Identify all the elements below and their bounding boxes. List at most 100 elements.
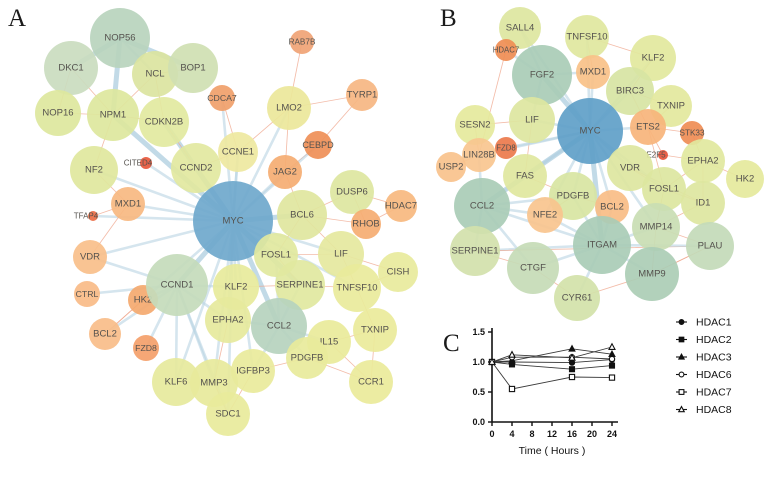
network-node[interactable]: SDC1 <box>206 392 250 436</box>
network-node[interactable]: CDCA7 <box>207 85 237 111</box>
network-node[interactable]: LIF <box>509 97 555 143</box>
node-circle[interactable] <box>140 157 152 169</box>
node-circle[interactable] <box>111 187 145 221</box>
node-circle[interactable] <box>576 55 610 89</box>
network-node[interactable]: MMP9 <box>625 247 679 301</box>
node-circle[interactable] <box>218 132 258 172</box>
network-node[interactable]: PDGFB <box>286 337 328 379</box>
network-node[interactable]: DKC1 <box>44 41 98 95</box>
network-node[interactable]: VDR <box>73 240 107 274</box>
node-circle[interactable] <box>275 260 325 310</box>
network-node[interactable]: LMO2 <box>267 86 311 130</box>
node-circle[interactable] <box>277 190 327 240</box>
node-circle[interactable] <box>507 242 559 294</box>
network-node[interactable]: HK2 <box>726 160 764 198</box>
network-node[interactable]: CITED4 <box>124 157 153 169</box>
node-circle[interactable] <box>512 45 572 105</box>
network-node[interactable]: EPHA2 <box>205 297 251 343</box>
network-node[interactable]: DUSP6 <box>330 170 374 214</box>
node-circle[interactable] <box>90 8 150 68</box>
node-circle[interactable] <box>286 337 328 379</box>
node-circle[interactable] <box>267 86 311 130</box>
node-circle[interactable] <box>450 226 500 276</box>
network-node[interactable]: CCR1 <box>349 360 393 404</box>
network-node[interactable]: CISH <box>378 252 418 292</box>
node-circle[interactable] <box>89 318 121 350</box>
node-circle[interactable] <box>304 131 332 159</box>
node-circle[interactable] <box>139 97 189 147</box>
network-node[interactable]: RHOB <box>351 209 381 239</box>
network-node[interactable]: PLAU <box>686 222 734 270</box>
node-circle[interactable] <box>632 203 680 251</box>
network-node[interactable]: BOP1 <box>168 43 218 93</box>
node-circle[interactable] <box>88 211 98 221</box>
node-circle[interactable] <box>351 209 381 239</box>
network-node[interactable]: JAG2 <box>268 155 302 189</box>
network-node[interactable]: FZD8 <box>495 137 517 159</box>
node-circle[interactable] <box>74 281 100 307</box>
node-circle[interactable] <box>606 67 654 115</box>
network-node[interactable]: NOP16 <box>35 90 81 136</box>
node-circle[interactable] <box>495 137 517 159</box>
node-circle[interactable] <box>146 254 208 316</box>
node-circle[interactable] <box>454 178 510 234</box>
network-node[interactable]: ITGAM <box>573 216 631 274</box>
node-circle[interactable] <box>455 105 495 145</box>
network-node[interactable]: ETS2 <box>630 109 666 145</box>
network-node[interactable]: MXD1 <box>111 187 145 221</box>
node-circle[interactable] <box>44 41 98 95</box>
node-circle[interactable] <box>499 7 541 49</box>
network-node[interactable]: BCL2 <box>89 318 121 350</box>
network-node[interactable]: CCND2 <box>171 143 221 193</box>
network-node[interactable]: TXNIP <box>353 308 397 352</box>
node-circle[interactable] <box>681 181 725 225</box>
node-circle[interactable] <box>87 89 139 141</box>
node-circle[interactable] <box>132 51 178 97</box>
node-circle[interactable] <box>378 252 418 292</box>
node-circle[interactable] <box>509 97 555 143</box>
network-node[interactable]: SERPINE1 <box>450 226 500 276</box>
network-node[interactable]: NF2 <box>70 146 118 194</box>
network-node[interactable]: USP2 <box>436 152 466 182</box>
node-circle[interactable] <box>133 335 159 361</box>
network-node[interactable]: FAS <box>503 154 547 198</box>
node-circle[interactable] <box>625 247 679 301</box>
node-circle[interactable] <box>630 35 676 81</box>
network-node[interactable]: TNFSF10 <box>333 264 381 312</box>
network-node[interactable]: RAB7B <box>289 30 316 54</box>
node-circle[interactable] <box>330 170 374 214</box>
node-circle[interactable] <box>495 39 517 61</box>
network-node[interactable]: ID1 <box>681 181 725 225</box>
node-circle[interactable] <box>73 240 107 274</box>
node-circle[interactable] <box>206 392 250 436</box>
node-circle[interactable] <box>462 138 496 172</box>
node-circle[interactable] <box>573 216 631 274</box>
node-circle[interactable] <box>205 297 251 343</box>
node-circle[interactable] <box>333 264 381 312</box>
network-node[interactable]: TYRP1 <box>346 79 378 111</box>
node-circle[interactable] <box>686 222 734 270</box>
network-node[interactable]: EPHA2 <box>681 139 725 183</box>
node-circle[interactable] <box>35 90 81 136</box>
node-circle[interactable] <box>681 139 725 183</box>
node-circle[interactable] <box>607 145 653 191</box>
network-node[interactable]: CDKN2B <box>139 97 189 147</box>
network-node[interactable]: LIN28B <box>462 138 496 172</box>
network-node[interactable]: TFAP4 <box>74 211 99 221</box>
network-node[interactable]: MXD1 <box>576 55 610 89</box>
node-circle[interactable] <box>385 190 417 222</box>
node-circle[interactable] <box>70 146 118 194</box>
network-node[interactable]: FZD8 <box>133 335 159 361</box>
node-circle[interactable] <box>209 85 235 111</box>
node-circle[interactable] <box>503 154 547 198</box>
node-circle[interactable] <box>726 160 764 198</box>
node-circle[interactable] <box>554 275 600 321</box>
node-circle[interactable] <box>436 152 466 182</box>
node-circle[interactable] <box>251 298 307 354</box>
node-circle[interactable] <box>346 79 378 111</box>
node-circle[interactable] <box>642 167 686 211</box>
network-node[interactable]: NFE2 <box>527 197 563 233</box>
node-circle[interactable] <box>168 43 218 93</box>
network-node[interactable]: CCND1 <box>146 254 208 316</box>
network-node[interactable]: BCL6 <box>277 190 327 240</box>
